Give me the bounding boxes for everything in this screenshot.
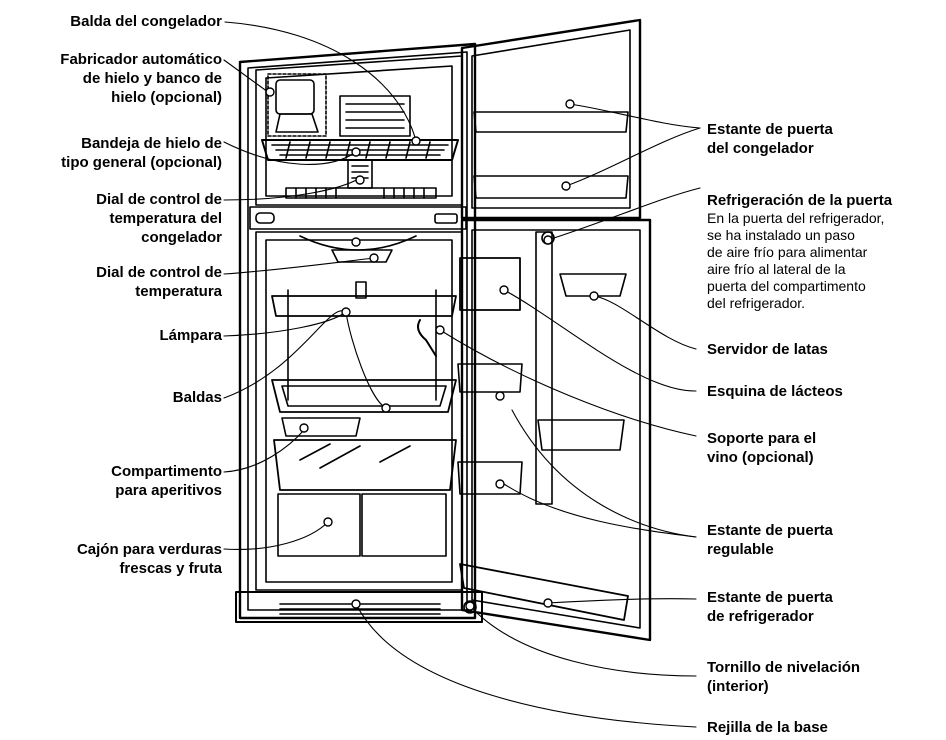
- ice-tray: [339, 95, 411, 137]
- label-cajon-verduras: Cajón para verduras frescas y fruta: [76, 541, 222, 577]
- label-dial-temperatura: Dial de control de temperatura: [96, 264, 222, 300]
- crisper-drawers: [277, 493, 447, 557]
- label-fabricador-hielo: Fabricador automático de hielo y banco d…: [60, 51, 222, 106]
- snack-compartment: [273, 439, 457, 491]
- cabinet: [235, 42, 483, 623]
- lamp: [355, 281, 367, 299]
- label-baldas: Baldas: [172, 389, 222, 406]
- label-tornillo-nivelacion: Tornillo de nivelación (interior): [707, 659, 861, 695]
- label-compartimento-aperitivos: Compartimento para aperitivos: [111, 463, 222, 499]
- label-estante-refrigerador: Estante de puerta de refrigerador: [707, 589, 833, 625]
- refrigeracion-puerta-title: Refrigeración de la puerta: [707, 192, 893, 209]
- freezer-shelf: [261, 139, 459, 161]
- fridge-door: [457, 218, 652, 642]
- label-rejilla-base: Rejilla de la base: [707, 719, 828, 736]
- label-bandeja-hielo: Bandeja de hielo de tipo general (opcion…: [61, 135, 222, 171]
- label-lampara: Lámpara: [159, 327, 222, 344]
- label-estante-regulable: Estante de puerta regulable: [707, 522, 833, 558]
- fridge-shelves: [271, 289, 457, 437]
- label-balda-congelador: Balda del congelador: [70, 13, 222, 30]
- label-esquina-lacteos: Esquina de lácteos: [707, 383, 843, 400]
- refrigeracion-puerta-desc: En la puerta del refrigerador, se ha ins…: [707, 210, 885, 311]
- label-dial-congelador: Dial de control de temperatura del conge…: [96, 191, 222, 246]
- freezer-door: [460, 18, 642, 220]
- temperature-control-dial: [299, 235, 417, 263]
- callout-dots: [265, 87, 599, 611]
- label-estante-puerta-congelador: Estante de puerta del congelador: [707, 121, 833, 157]
- label-refrigeracion-puerta: Refrigeración de la puerta En la puerta …: [707, 172, 943, 331]
- label-servidor-latas: Servidor de latas: [707, 341, 828, 358]
- ice-maker: [267, 73, 327, 137]
- freezer-control-dial: [285, 159, 437, 199]
- leader-lines: [223, 21, 701, 728]
- label-soporte-vino: Soporte para el vino (opcional): [707, 430, 817, 466]
